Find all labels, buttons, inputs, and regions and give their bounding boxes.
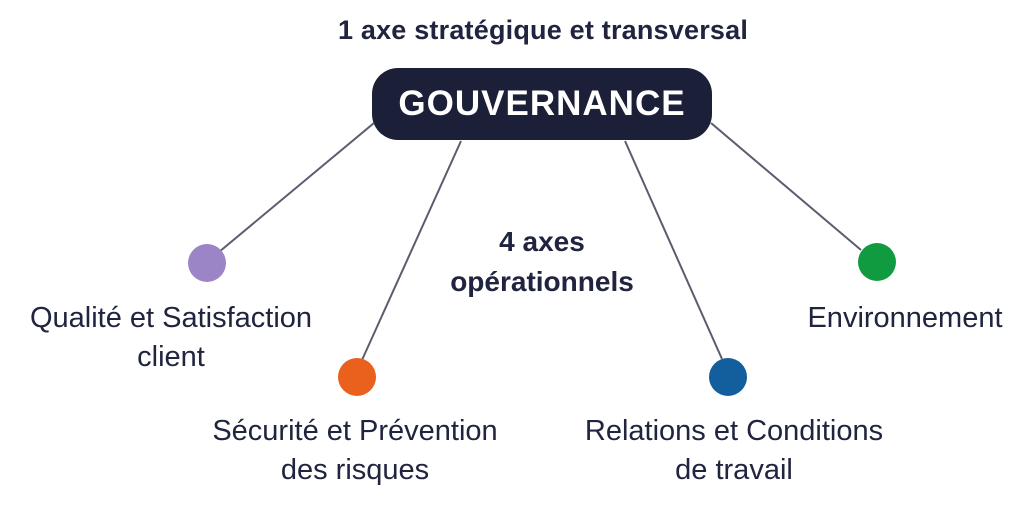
connector-line-relations bbox=[624, 140, 723, 360]
governance-box: GOUVERNANCE bbox=[372, 68, 712, 140]
relations-dot bbox=[709, 358, 747, 396]
connector-line-securite bbox=[361, 140, 462, 361]
node-label-qualite-satisfaction-client: Qualité et Satisfaction client bbox=[29, 302, 313, 373]
node-label-relations-conditions-travail: Relations et Conditions de travail bbox=[584, 415, 884, 486]
operational-axes-title: 4 axes opérationnels bbox=[450, 226, 634, 297]
node-label-securite-prevention-risques: Sécurité et Prévention des risques bbox=[212, 415, 498, 486]
governance-box-label: GOUVERNANCE bbox=[398, 84, 686, 123]
strategic-axis-title: 1 axe stratégique et transversal bbox=[337, 15, 749, 45]
connector-line-qualite bbox=[218, 122, 375, 253]
securite-dot bbox=[338, 358, 376, 396]
connector-line-environnement bbox=[710, 122, 862, 251]
qualite-dot bbox=[188, 244, 226, 282]
node-label-environnement: Environnement bbox=[807, 302, 1003, 334]
environnement-dot bbox=[858, 243, 896, 281]
